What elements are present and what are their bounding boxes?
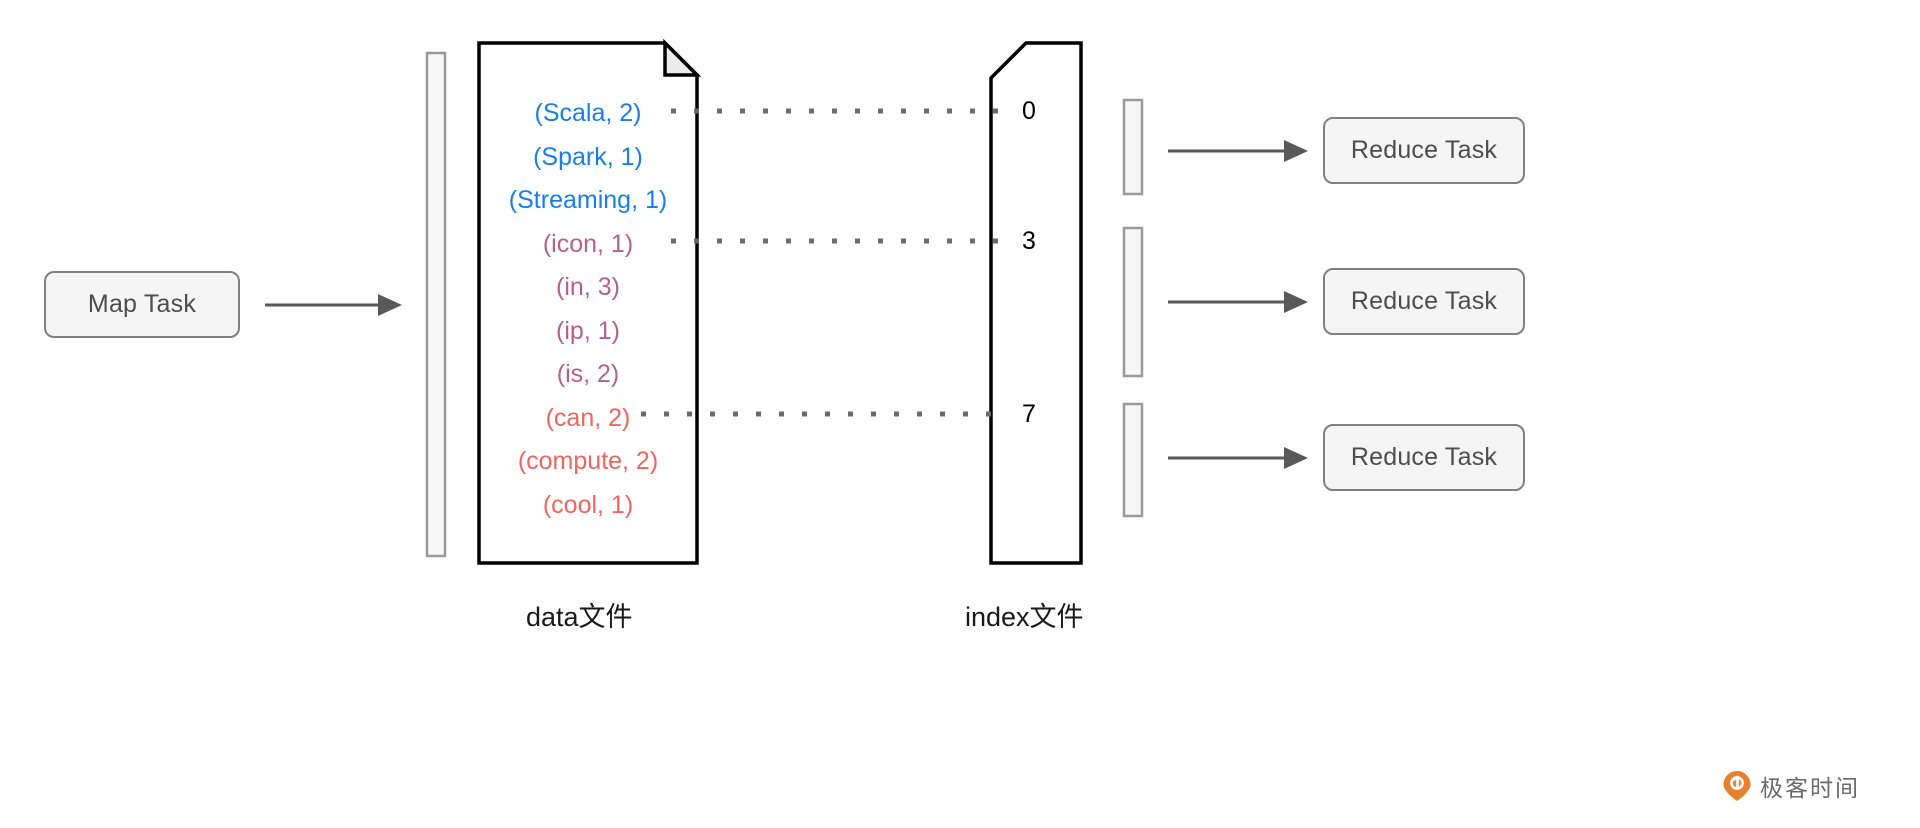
arrow-to-reduce-3 [1168, 447, 1308, 469]
data-file-record: (Spark, 1) [533, 142, 643, 171]
reduce-task-label-2: Reduce Task [1350, 287, 1498, 315]
location-pin-icon [1723, 771, 1751, 801]
data-file-record: (in, 3) [556, 273, 620, 301]
map-task-box[interactable]: Map Task [44, 271, 240, 338]
arrow-to-reduce-2 [1168, 291, 1308, 313]
data-file-record: (cool, 1) [542, 490, 634, 519]
reduce-task-box-1[interactable]: Reduce Task [1323, 117, 1525, 184]
data-file-record: (Streaming, 1) [508, 186, 668, 214]
bracket-partition-3 [1122, 402, 1144, 518]
reduce-task-label-1: Reduce Task [1350, 136, 1498, 164]
reduce-task-label-3: Reduce Task [1350, 443, 1498, 471]
index-offset-1: 3 [1022, 227, 1036, 255]
data-file-record: (Scala, 2) [534, 99, 642, 127]
data-file-record: (ip, 1) [556, 316, 620, 345]
reduce-task-box-2[interactable]: Reduce Task [1323, 268, 1525, 335]
index-file-shape [989, 41, 1083, 565]
watermark-text: 极客时间 [1760, 775, 1860, 801]
arrow-to-reduce-1 [1168, 140, 1308, 162]
data-file-shape [477, 38, 702, 565]
watermark: 极客时间 [1722, 769, 1860, 803]
map-task-label: Map Task [87, 290, 197, 318]
data-file-record: (can, 2) [545, 403, 631, 432]
bracket-partition-2 [1122, 226, 1144, 378]
index-offset-2: 7 [1022, 400, 1036, 428]
bracket-map-output [425, 51, 447, 558]
bracket-partition-1 [1122, 98, 1144, 196]
data-file-record: (compute, 2) [517, 447, 659, 475]
reduce-task-box-3[interactable]: Reduce Task [1323, 424, 1525, 491]
data-file-record-list: (Scala, 2) (Spark, 1) (Streaming, 1) (icon,… [480, 92, 696, 527]
data-file-record: (is, 2) [556, 360, 620, 388]
index-offset-0: 0 [1022, 97, 1036, 125]
data-file-caption: data文件 [526, 602, 633, 632]
data-file-record: (icon, 1) [542, 229, 634, 258]
index-file-caption: index文件 [965, 602, 1084, 632]
arrow-map-to-data [265, 294, 402, 316]
